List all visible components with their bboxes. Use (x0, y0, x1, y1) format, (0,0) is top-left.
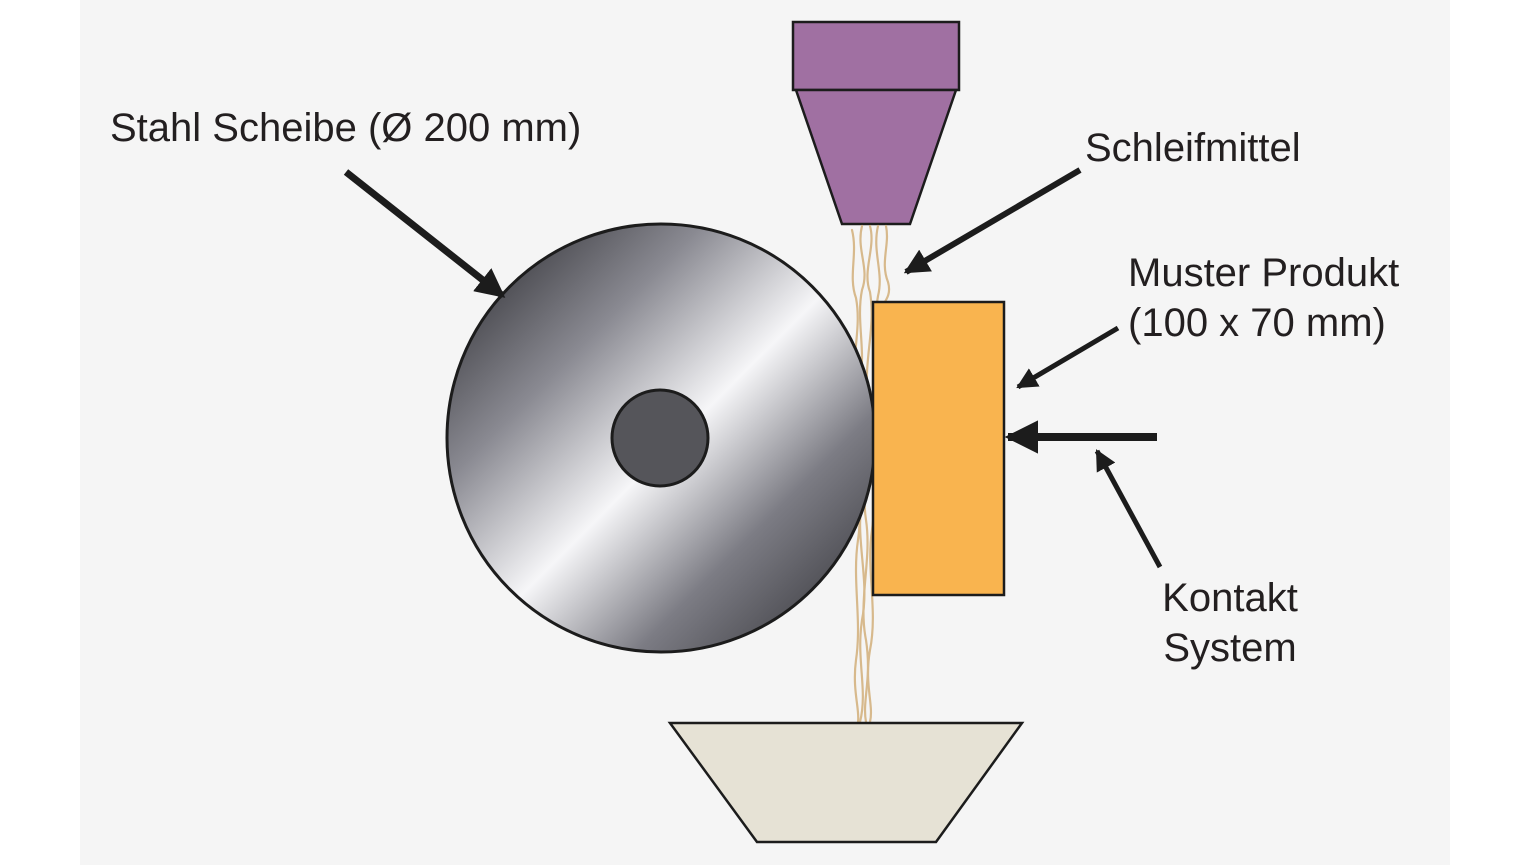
contact-label-line1: Kontakt (1162, 576, 1298, 620)
sample-label: Muster Produkt (100 x 70 mm) (1128, 248, 1399, 348)
steel-disc (445, 222, 877, 654)
abrasive-pointer-arrow (903, 167, 1082, 275)
sample-pointer-arrow (1016, 325, 1120, 390)
disc-label: Stahl Scheibe (Ø 200 mm) (110, 106, 582, 150)
contact-label-line2: System (1163, 626, 1297, 670)
sample-block (871, 300, 1006, 597)
hopper-nozzle (794, 88, 958, 226)
hopper-body (791, 20, 961, 92)
sample-label-line1: Muster Produkt (1128, 251, 1400, 295)
disc-pointer-arrow (343, 169, 506, 299)
sample-label-line2: (100 x 70 mm) (1128, 301, 1386, 345)
hopper (791, 20, 961, 226)
abrasive-label: Schleifmittel (1085, 126, 1301, 170)
disc-hub (610, 388, 710, 488)
contact-label: Kontakt System (1150, 573, 1310, 673)
contact-pointer-arrow (1094, 449, 1163, 569)
collector-tray (667, 721, 1025, 844)
